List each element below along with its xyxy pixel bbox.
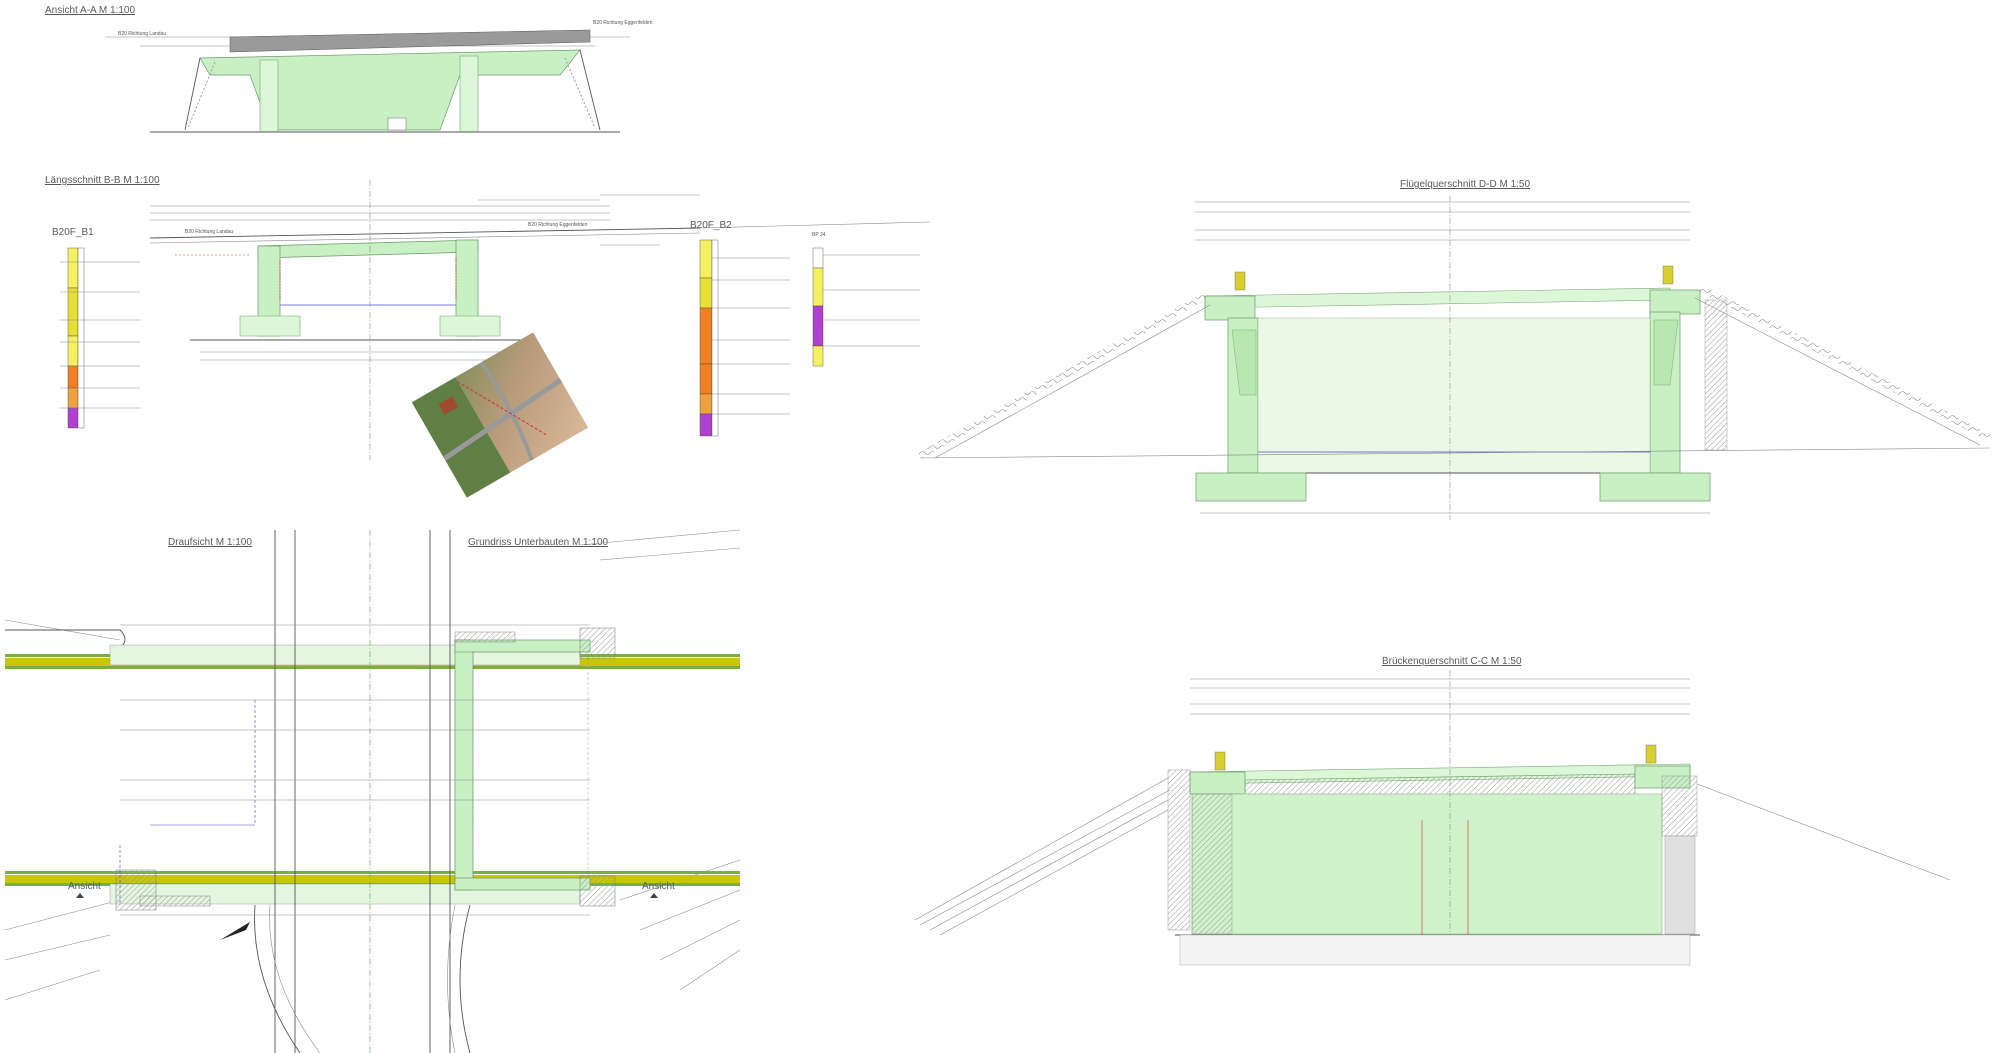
road-band-lower	[5, 875, 740, 883]
view-aa: Ansicht A-A M 1:100 B20 Richtung Landau …	[45, 5, 653, 133]
plan-view: Draufsicht M 1:100 Grundriss Unterbauten…	[4, 529, 741, 1053]
view-aa-title: Ansicht A-A M 1:100	[45, 5, 135, 16]
section-cc-title: Brückenquerschnitt C-C M 1:50	[1382, 656, 1522, 667]
borehole-b2-label: B20F_B2	[690, 220, 732, 231]
borehole-b2: B20F_B2	[690, 220, 790, 437]
vehicle-icon	[387, 117, 407, 131]
section-dd: Flügelquerschnitt D-D M 1:50	[918, 179, 1992, 520]
bridge-body-aa	[199, 49, 581, 131]
ansicht-arrow-left-icon	[76, 893, 84, 898]
north-arrow-icon	[220, 922, 250, 940]
road-label-left-aa: B20 Richtung Landau	[118, 31, 166, 37]
borehole-b1: B20F_B1	[52, 227, 140, 429]
ansicht-arrow-right-icon	[650, 893, 658, 898]
ansicht-label-left: Ansicht	[68, 881, 101, 892]
plan-top-title: Draufsicht M 1:100	[168, 537, 252, 548]
road-label-right-bb: B20 Richtung Eggenfelden	[528, 222, 588, 228]
section-cc: Brückenquerschnitt C-C M 1:50	[914, 656, 1951, 966]
section-dd-title: Flügelquerschnitt D-D M 1:50	[1400, 179, 1530, 190]
borehole-b1-label: B20F_B1	[52, 227, 94, 238]
borehole-bp24-label: BP 24	[812, 232, 826, 238]
plan-sub-title: Grundriss Unterbauten M 1:100	[468, 537, 609, 548]
superstructure	[229, 29, 591, 53]
borehole-bp24: BP 24	[812, 232, 920, 367]
section-bb: Längsschnitt B-B M 1:100 B20 Richtung La…	[45, 175, 931, 460]
abutment-wall	[454, 639, 474, 891]
aerial-photo	[411, 332, 589, 498]
section-bb-title: Längsschnitt B-B M 1:100	[45, 175, 160, 186]
road-label-right-aa: B20 Richtung Eggenfelden	[593, 20, 653, 26]
ansicht-label-right: Ansicht	[642, 881, 675, 892]
road-label-left-bb: B20 Richtung Landau	[185, 229, 233, 235]
